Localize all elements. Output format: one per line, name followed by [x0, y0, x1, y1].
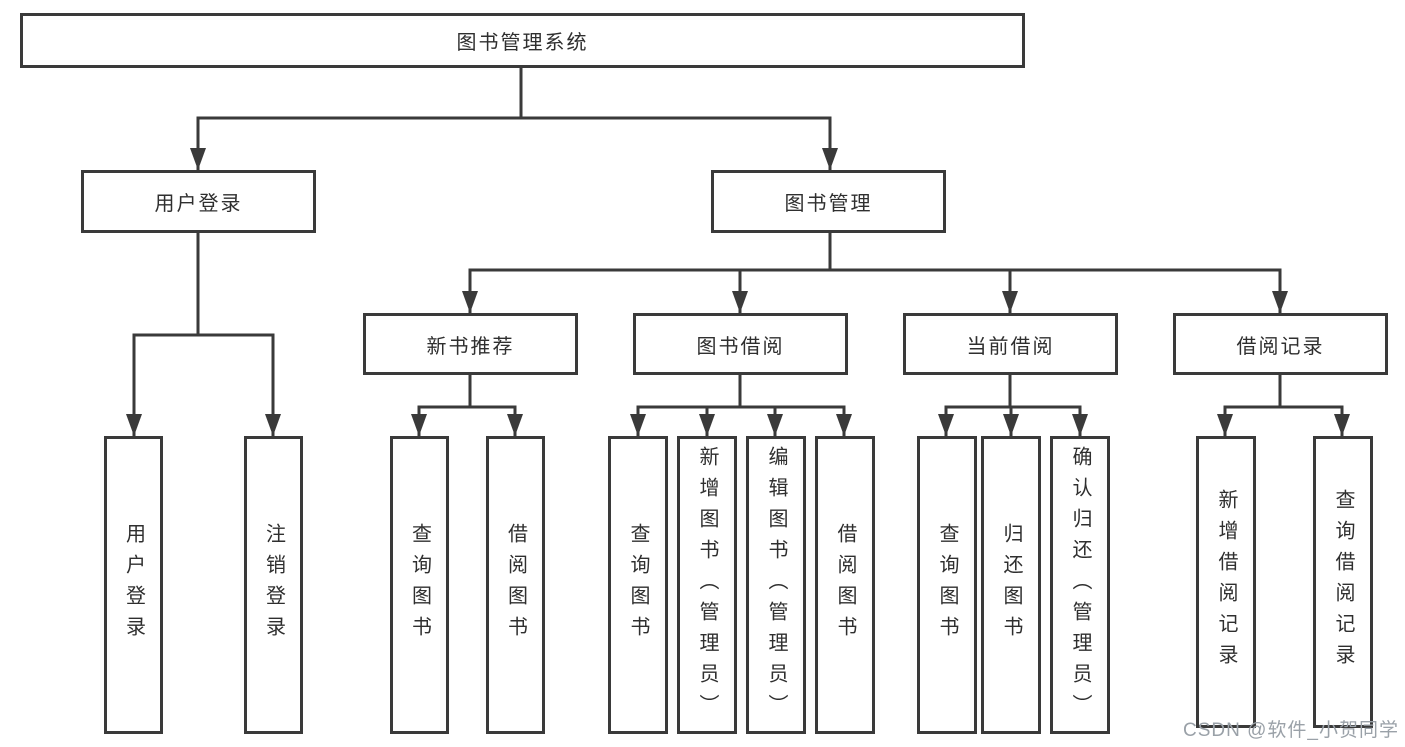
- leaf-current-confirm-return-admin-label: 确认归还（管理员）: [1069, 445, 1091, 725]
- node-current-borrow-label: 当前借阅: [966, 335, 1055, 358]
- connector-root-to-level2: [190, 68, 838, 170]
- watermark: CSDN @软件_小贺同学: [1183, 720, 1399, 741]
- leaf-current-return-books-label: 归还图书: [1000, 523, 1022, 647]
- connector-current-borrow-branch: [938, 375, 1088, 436]
- leaf-logout-label: 注销登录: [262, 523, 285, 647]
- leaf-user-login: 用户登录: [104, 436, 163, 734]
- leaf-records-add-record: 新增借阅记录: [1196, 436, 1256, 728]
- leaf-records-query-record-label: 查询借阅记录: [1332, 489, 1354, 675]
- node-borrow-records: 借阅记录: [1173, 313, 1388, 375]
- leaf-records-add-record-label: 新增借阅记录: [1215, 489, 1237, 675]
- leaf-borrow-query-books-label: 查询图书: [627, 523, 649, 647]
- leaf-recommend-query-books-label: 查询图书: [408, 523, 431, 647]
- connector-book-management-branch: [462, 233, 1288, 313]
- node-new-book-recommend-label: 新书推荐: [426, 335, 515, 358]
- leaf-records-query-record: 查询借阅记录: [1313, 436, 1373, 728]
- node-root: 图书管理系统: [20, 13, 1025, 68]
- leaf-borrow-edit-books-admin: 编辑图书（管理员）: [746, 436, 806, 734]
- connector-user-login-branch: [126, 233, 281, 436]
- node-book-management-label: 图书管理: [784, 193, 873, 215]
- node-borrow-records-label: 借阅记录: [1236, 335, 1325, 358]
- node-new-book-recommend: 新书推荐: [363, 313, 578, 375]
- leaf-current-query-books: 查询图书: [917, 436, 977, 734]
- leaf-borrow-add-books-admin: 新增图书（管理员）: [677, 436, 737, 734]
- connector-borrow-records-branch: [1217, 375, 1350, 436]
- node-book-borrow-label: 图书借阅: [696, 335, 785, 358]
- leaf-borrow-borrow-books: 借阅图书: [815, 436, 875, 734]
- leaf-current-confirm-return-admin: 确认归还（管理员）: [1050, 436, 1110, 734]
- leaf-borrow-borrow-books-label: 借阅图书: [834, 523, 856, 647]
- node-book-management: 图书管理: [711, 170, 946, 233]
- node-book-borrow: 图书借阅: [633, 313, 848, 375]
- connector-book-borrow-branch: [630, 375, 852, 436]
- node-root-label: 图书管理系统: [456, 32, 589, 54]
- leaf-current-query-books-label: 查询图书: [936, 523, 958, 647]
- node-user-login: 用户登录: [81, 170, 316, 233]
- leaf-recommend-query-books: 查询图书: [390, 436, 449, 734]
- node-user-login-label: 用户登录: [154, 193, 243, 215]
- node-current-borrow: 当前借阅: [903, 313, 1118, 375]
- leaf-borrow-add-books-admin-label: 新增图书（管理员）: [696, 445, 718, 725]
- leaf-recommend-borrow-books: 借阅图书: [486, 436, 545, 734]
- leaf-logout: 注销登录: [244, 436, 303, 734]
- leaf-borrow-query-books: 查询图书: [608, 436, 668, 734]
- leaf-borrow-edit-books-admin-label: 编辑图书（管理员）: [765, 445, 787, 725]
- connector-new-book-recommend-branch: [411, 375, 523, 436]
- leaf-user-login-label: 用户登录: [122, 523, 145, 647]
- leaf-recommend-borrow-books-label: 借阅图书: [504, 523, 527, 647]
- leaf-current-return-books: 归还图书: [981, 436, 1041, 734]
